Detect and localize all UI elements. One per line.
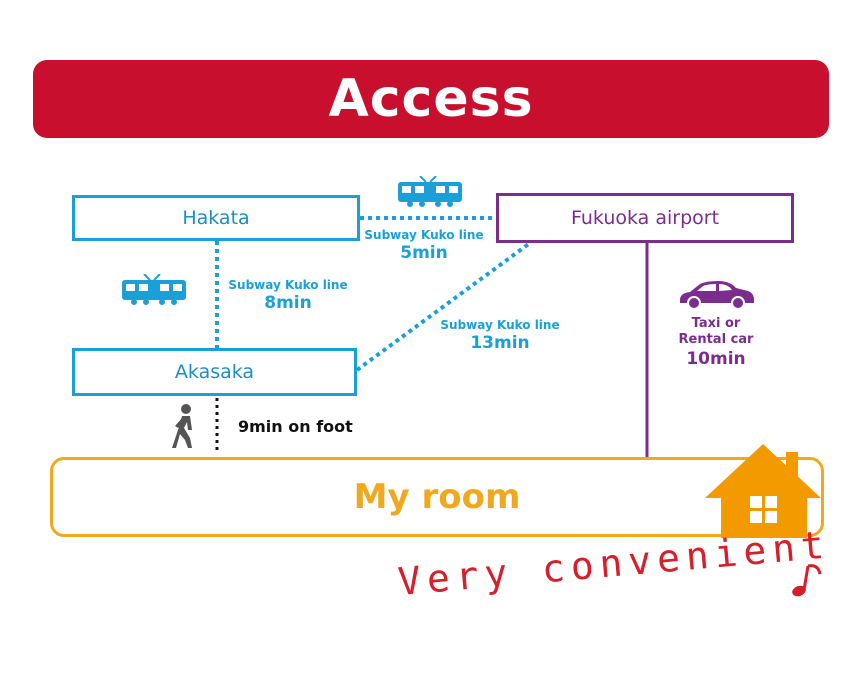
- route-time: 10min: [686, 348, 746, 369]
- station-airport-label: Fukuoka airport: [570, 207, 720, 229]
- station-fukuoka-airport: Fukuoka airport: [496, 193, 794, 243]
- route-mode: Taxi or: [691, 316, 741, 331]
- route-mode: Rental car: [678, 332, 754, 348]
- station-akasaka-label: Akasaka: [174, 361, 255, 383]
- route-line-akasaka-airport: [355, 241, 532, 372]
- route-label-hakata-airport: Subway Kuko line 5min: [364, 228, 484, 264]
- route-line-name: Subway Kuko line: [440, 318, 560, 332]
- route-label-walk: 9min on foot: [238, 417, 353, 436]
- header-banner: Access: [33, 60, 829, 138]
- page-title: Access: [328, 69, 534, 129]
- route-line-name: Subway Kuko line: [364, 228, 484, 242]
- route-time: 8min: [264, 293, 312, 313]
- route-label-akasaka-airport: Subway Kuko line 13min: [440, 318, 560, 354]
- station-hakata-label: Hakata: [182, 207, 250, 229]
- walking-person-icon: [172, 404, 192, 448]
- route-label-airport-room: Taxi or Rental car 10min: [656, 316, 776, 370]
- car-icon: [680, 281, 754, 310]
- station-akasaka: Akasaka: [72, 348, 357, 396]
- train-icon: [122, 274, 186, 305]
- route-line-name: Subway Kuko line: [228, 278, 348, 292]
- destination-my-room: My room: [50, 457, 824, 537]
- destination-label: My room: [353, 477, 521, 517]
- route-time: 5min: [400, 243, 448, 263]
- music-note-icon: [792, 564, 822, 597]
- route-label-hakata-akasaka: Subway Kuko line 8min: [228, 278, 348, 314]
- route-time: 13min: [470, 333, 530, 353]
- station-hakata: Hakata: [72, 195, 360, 241]
- house-icon: [705, 444, 821, 538]
- train-icon: [398, 176, 462, 207]
